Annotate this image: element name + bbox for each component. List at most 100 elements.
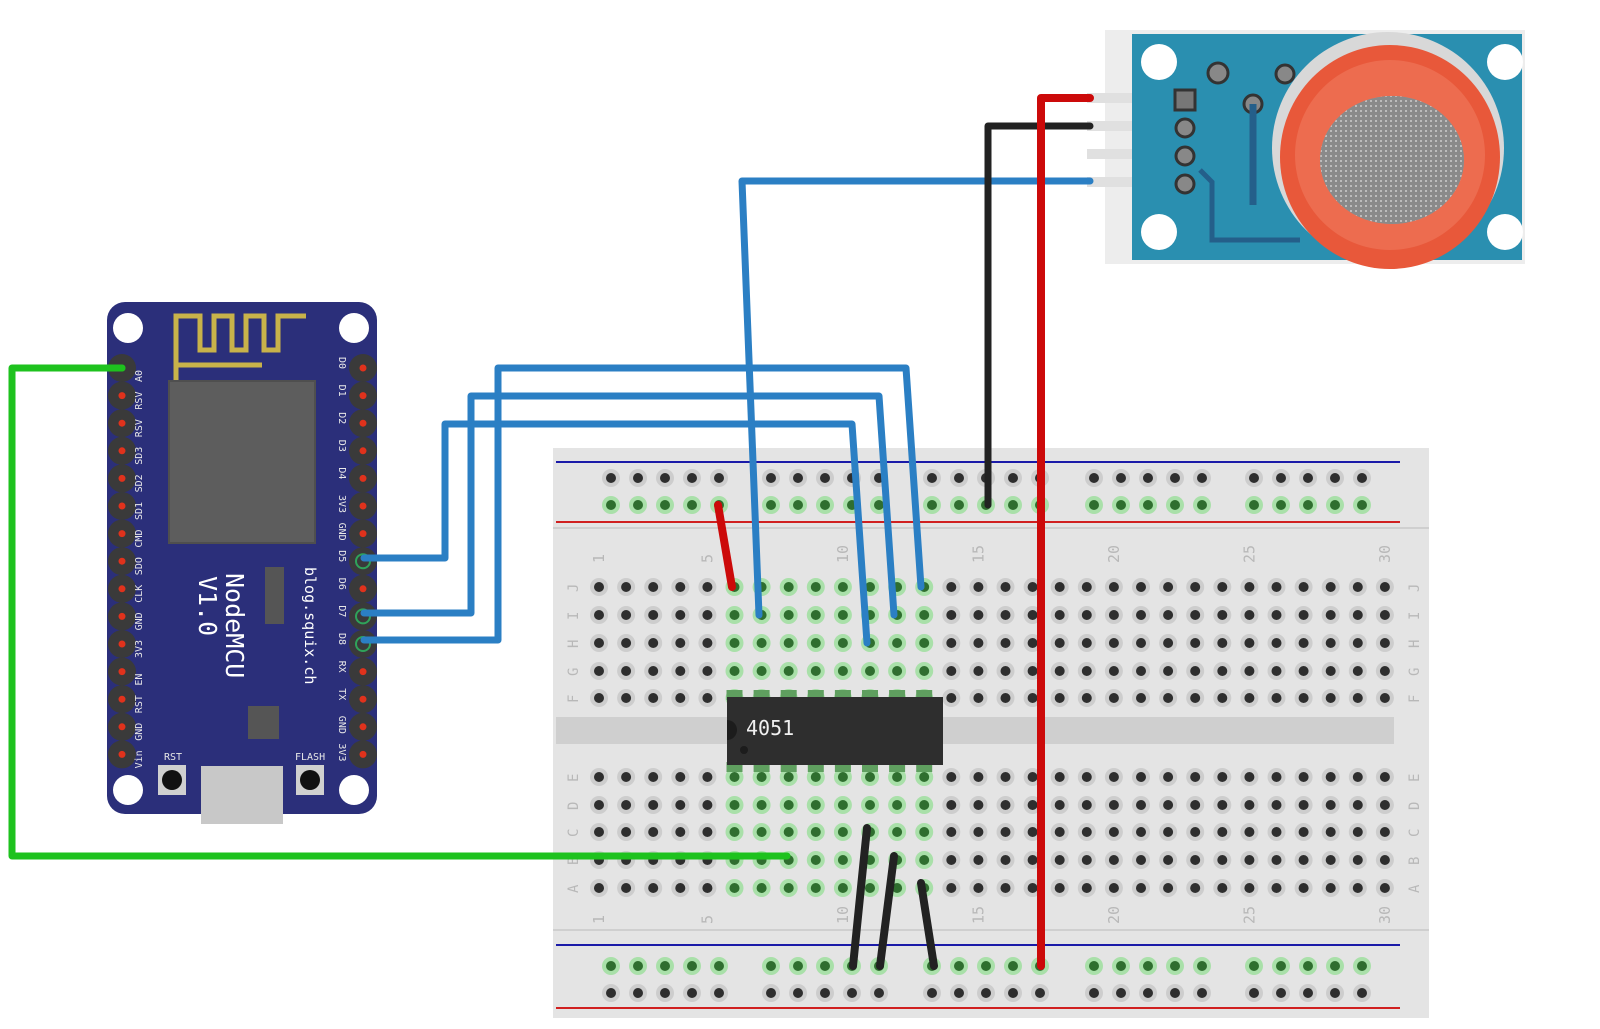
breadboard-hole[interactable] [1027,666,1038,676]
breadboard-hole[interactable] [1276,473,1286,483]
breadboard-hole[interactable] [621,827,632,837]
breadboard-hole[interactable] [648,772,659,782]
wire-sensor-gnd[interactable] [984,122,1094,509]
breadboard-hole[interactable] [793,961,803,971]
breadboard-hole[interactable] [1000,772,1011,782]
pin-rsv[interactable] [118,419,126,427]
breadboard-hole[interactable] [648,827,659,837]
breadboard-hole[interactable] [1379,883,1390,893]
wire-gnd-jumper-3[interactable] [917,879,938,970]
breadboard-hole[interactable] [1190,883,1201,893]
breadboard-hole[interactable] [1136,610,1146,620]
breadboard-hole[interactable] [1136,855,1146,865]
breadboard-hole[interactable] [702,800,713,810]
pin-clk[interactable] [118,585,126,593]
breadboard-hole[interactable] [729,827,740,837]
breadboard-hole[interactable] [1325,610,1336,620]
breadboard-hole[interactable] [702,666,713,676]
breadboard-hole[interactable] [810,582,821,592]
breadboard-hole[interactable] [1027,610,1038,620]
breadboard-hole[interactable] [1054,610,1065,620]
breadboard-hole[interactable] [1325,638,1336,648]
breadboard-hole[interactable] [919,666,930,676]
breadboard-hole[interactable] [1379,638,1390,648]
breadboard-hole[interactable] [837,800,848,810]
breadboard-hole[interactable] [1170,988,1180,998]
breadboard-hole[interactable] [847,988,857,998]
breadboard-hole[interactable] [973,800,984,810]
breadboard-hole[interactable] [1217,638,1228,648]
breadboard-hole[interactable] [1000,800,1011,810]
breadboard-hole[interactable] [1054,666,1065,676]
breadboard-hole[interactable] [783,610,794,620]
breadboard-hole[interactable] [1298,883,1309,893]
breadboard-hole[interactable] [1190,638,1201,648]
pin-gnd[interactable] [359,530,367,538]
breadboard-hole[interactable] [756,827,767,837]
breadboard-hole[interactable] [621,666,632,676]
breadboard-hole[interactable] [766,961,776,971]
breadboard-hole[interactable] [594,800,604,810]
breadboard-hole[interactable] [594,610,604,620]
breadboard-hole[interactable] [714,473,724,483]
breadboard-hole[interactable] [1197,473,1207,483]
pin-tx[interactable] [359,695,367,703]
breadboard-hole[interactable] [810,638,821,648]
pin-sd3[interactable] [118,447,126,455]
breadboard-hole[interactable] [1325,666,1336,676]
breadboard-hole[interactable] [1136,638,1146,648]
breadboard-hole[interactable] [1081,772,1092,782]
breadboard-hole[interactable] [973,610,984,620]
breadboard-hole[interactable] [621,800,632,810]
breadboard-hole[interactable] [1244,610,1255,620]
breadboard-hole[interactable] [820,473,830,483]
breadboard-hole[interactable] [687,500,697,510]
breadboard-hole[interactable] [973,666,984,676]
pin-rsv[interactable] [118,392,126,400]
breadboard-hole[interactable] [1271,800,1282,810]
breadboard-hole[interactable] [1357,500,1367,510]
breadboard-hole[interactable] [594,827,604,837]
breadboard-hole[interactable] [660,473,670,483]
breadboard-hole[interactable] [783,582,794,592]
breadboard-hole[interactable] [1325,883,1336,893]
breadboard-hole[interactable] [1298,827,1309,837]
breadboard-hole[interactable] [1325,582,1336,592]
breadboard-hole[interactable] [1163,827,1174,837]
breadboard-hole[interactable] [1298,800,1309,810]
breadboard-hole[interactable] [820,500,830,510]
breadboard-hole[interactable] [1143,961,1153,971]
breadboard-hole[interactable] [1190,772,1201,782]
breadboard-hole[interactable] [793,500,803,510]
breadboard-hole[interactable] [946,883,957,893]
breadboard-hole[interactable] [837,666,848,676]
breadboard-hole[interactable] [1108,666,1119,676]
breadboard-hole[interactable] [1379,582,1390,592]
breadboard-hole[interactable] [1190,666,1201,676]
breadboard-hole[interactable] [783,666,794,676]
breadboard-hole[interactable] [793,988,803,998]
breadboard-hole[interactable] [1271,883,1282,893]
breadboard-hole[interactable] [1008,988,1018,998]
breadboard-hole[interactable] [1027,800,1038,810]
breadboard-hole[interactable] [1197,988,1207,998]
breadboard-hole[interactable] [594,883,604,893]
breadboard-hole[interactable] [865,666,875,676]
wire-vcc-jumper[interactable] [714,501,736,591]
breadboard-hole[interactable] [973,582,984,592]
breadboard-hole[interactable] [729,666,740,676]
breadboard-hole[interactable] [1325,855,1336,865]
breadboard-hole[interactable] [729,610,740,620]
breadboard-hole[interactable] [820,961,830,971]
breadboard-hole[interactable] [1035,988,1045,998]
breadboard-hole[interactable] [1271,582,1282,592]
breadboard-hole[interactable] [1379,693,1390,703]
breadboard-hole[interactable] [1244,666,1255,676]
breadboard-hole[interactable] [810,883,821,893]
breadboard-hole[interactable] [810,800,821,810]
wire-a0-to-breadboard[interactable] [8,364,791,860]
wire-gnd-jumper-1[interactable] [849,824,871,970]
breadboard-hole[interactable] [1108,800,1119,810]
breadboard-hole[interactable] [1352,883,1363,893]
breadboard-hole[interactable] [1136,772,1146,782]
